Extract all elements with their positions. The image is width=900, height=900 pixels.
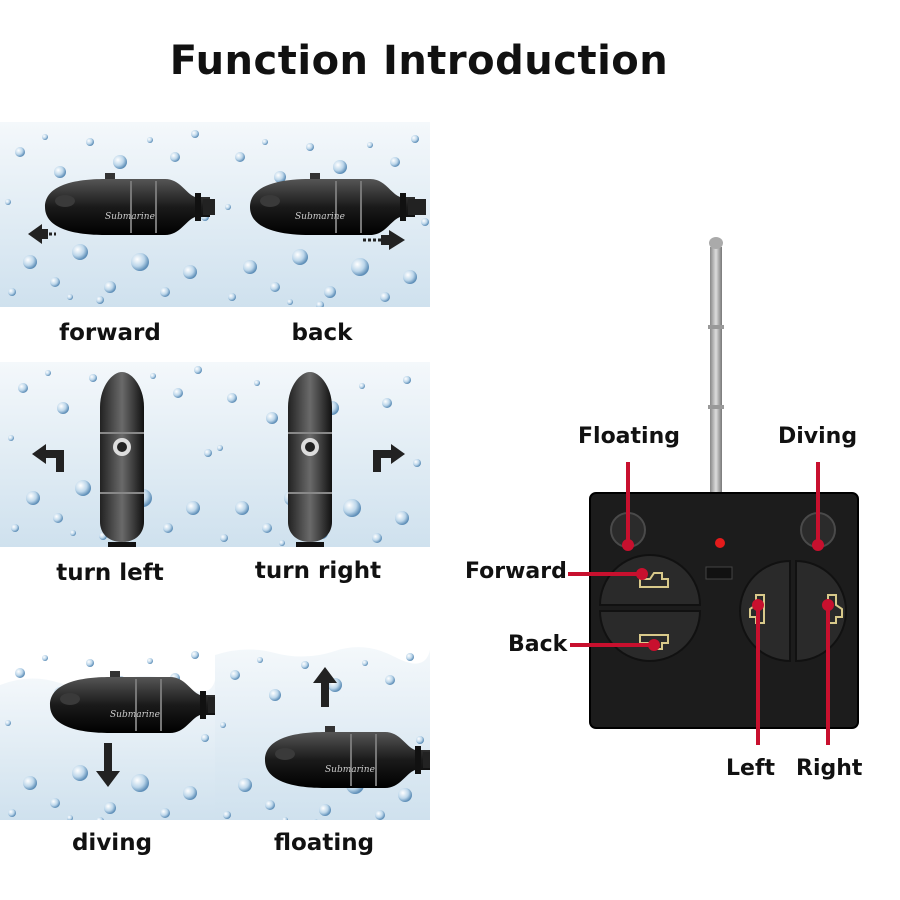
diving-panel: Submarine — [0, 635, 215, 820]
hull-text: Submarine — [295, 212, 345, 222]
left-button[interactable] — [739, 559, 791, 663]
forward-button[interactable] — [598, 554, 702, 606]
left-arrow-icon — [28, 224, 56, 244]
hull-text: Submarine — [110, 710, 160, 720]
turn-right-illustration — [215, 362, 430, 547]
forward-caption: forward — [59, 320, 161, 346]
antenna — [708, 237, 724, 517]
down-arrow-icon — [96, 743, 120, 787]
turn-left-arrow-icon — [32, 444, 64, 472]
up-arrow-icon — [313, 667, 337, 707]
callouts — [568, 462, 834, 745]
turn-left-illustration — [0, 362, 215, 547]
remote-body — [590, 493, 858, 728]
back-label: Back — [508, 632, 568, 657]
right-glyph-icon — [827, 594, 843, 624]
left-label: Left — [726, 756, 776, 781]
remote-control — [568, 237, 859, 745]
turn-left-panel — [0, 362, 215, 547]
forward-label: Forward — [465, 559, 567, 584]
page-title: Function Introduction — [169, 38, 669, 84]
turn-right-arrow-icon — [373, 444, 405, 472]
hull-text: Submarine — [325, 765, 375, 775]
turn-right-caption: turn right — [254, 558, 382, 584]
back-illustration: Submarine — [215, 122, 430, 307]
turn-right-panel — [215, 362, 430, 547]
floating-illustration: Submarine — [215, 635, 430, 820]
diving-caption: diving — [71, 830, 153, 856]
diving-label: Diving — [778, 424, 858, 449]
power-switch[interactable] — [705, 566, 733, 580]
turn-left-caption: turn left — [56, 560, 164, 586]
hull-text: Submarine — [105, 212, 155, 222]
right-arrow-icon — [363, 230, 405, 250]
floating-label: Floating — [578, 424, 680, 449]
back-panel: Submarine — [215, 122, 430, 307]
floating-caption: floating — [273, 830, 375, 856]
diving-illustration: Submarine — [0, 635, 215, 820]
right-button[interactable] — [795, 559, 847, 663]
forward-panel: Submarine — [0, 122, 215, 307]
right-label: Right — [796, 756, 863, 781]
forward-glyph-icon — [639, 572, 669, 588]
forward-illustration: Submarine — [0, 122, 215, 307]
back-caption: back — [291, 320, 353, 346]
floating-panel: Submarine — [215, 635, 430, 820]
power-led — [715, 538, 725, 548]
